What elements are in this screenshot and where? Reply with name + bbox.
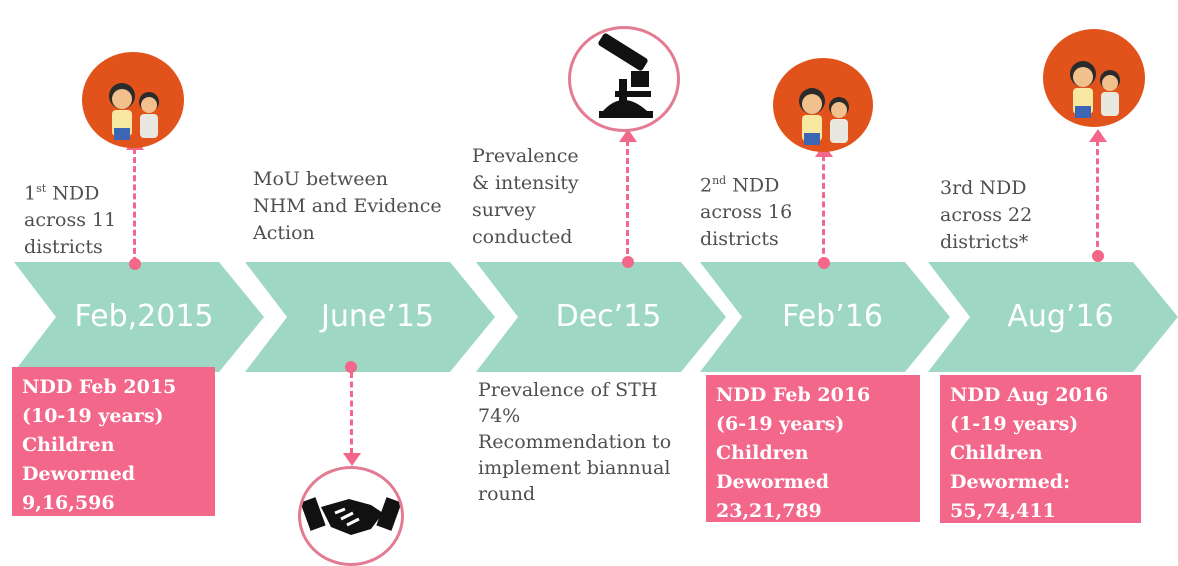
milestone-date: Dec’15 (555, 299, 662, 334)
timeline-chevron-4: Feb’16 (700, 262, 950, 372)
arrow-up-icon (1089, 129, 1107, 142)
connector-line (1096, 140, 1099, 256)
timeline-chevron-5: Aug’16 (928, 262, 1178, 372)
chevron-shape (928, 262, 1178, 372)
children-logo-icon (82, 52, 184, 148)
milestone-5-description: 3rd NDD across 22 districts* (940, 177, 1033, 253)
connector-dot (345, 361, 357, 373)
timeline-chevron-2: June’15 (245, 262, 495, 372)
children-logo-icon (773, 58, 873, 152)
connector-line (350, 372, 353, 454)
milestone-1-description: 1st NDD across 11 districts (24, 182, 117, 259)
stat-box-feb-2015: NDD Feb 2015 (10-19 years) Children Dewo… (12, 367, 215, 516)
connector-dot (818, 257, 830, 269)
timeline-chevron-1: Feb,2015 (14, 262, 264, 372)
connector-line (626, 140, 629, 263)
handshake-icon (298, 466, 404, 566)
connector-dot (1092, 250, 1104, 262)
chevron-shape (700, 262, 950, 372)
milestone-date: Feb’16 (782, 299, 883, 334)
connector-line (133, 148, 136, 263)
survey-findings-note: Prevalence of STH 74% Recommendation to … (478, 379, 672, 505)
chevron-shape (14, 262, 264, 372)
milestone-2-description: MoU between NHM and Evidence Action (253, 168, 442, 244)
stat-box-feb-2016: NDD Feb 2016 (6-19 years) Children Dewor… (706, 375, 920, 522)
arrow-down-icon (343, 453, 361, 466)
microscope-icon (568, 26, 680, 132)
connector-dot (129, 258, 141, 270)
chevron-shape (476, 262, 726, 372)
arrow-up-icon (619, 129, 637, 142)
connector-dot (622, 256, 634, 268)
milestone-3-description: Prevalence & intensity survey conducted (472, 145, 579, 248)
children-logo-icon (1043, 29, 1145, 127)
stat-box-aug-2016: NDD Aug 2016 (1-19 years) Children Dewor… (940, 375, 1141, 523)
chevron-shape (245, 262, 495, 372)
milestone-date: Aug’16 (1007, 299, 1114, 334)
milestone-4-description: 2nd NDD across 16 districts (700, 174, 793, 251)
milestone-date: June’15 (320, 299, 435, 334)
milestone-date: Feb,2015 (74, 299, 214, 334)
timeline-chevron-3: Dec’15 (476, 262, 726, 372)
connector-line (822, 155, 825, 263)
